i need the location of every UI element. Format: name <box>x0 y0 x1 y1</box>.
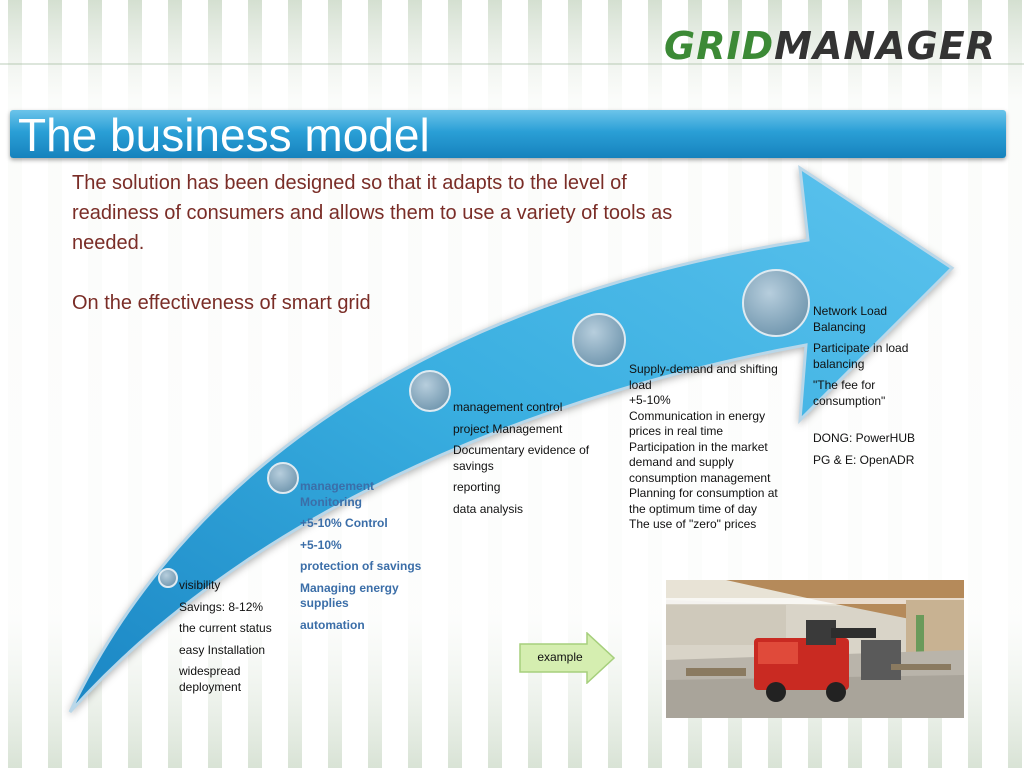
background-stripe <box>8 0 22 768</box>
stage-item: Documentary evidence of savings <box>453 443 590 473</box>
stage-item: The use of "zero" prices <box>629 517 757 531</box>
background-stripe <box>688 0 702 768</box>
circle-node-icon <box>409 370 451 412</box>
background-stripe <box>88 0 102 768</box>
slide-title: The business model <box>18 109 430 161</box>
stage-item: Participation in the market demand and s… <box>629 439 768 470</box>
stage-item: Planning for consumption at the optimum … <box>629 486 778 516</box>
stage-item: consumption management <box>629 470 771 485</box>
gridmanager-logo: GRIDMANAGER <box>664 24 996 68</box>
background-stripe <box>648 0 662 768</box>
stage-item: +5-10% <box>300 537 342 552</box>
stage-item: +5-10% <box>629 393 671 407</box>
stage-5-list: Network Load Balancing Participate in lo… <box>813 304 933 474</box>
intro-text: The solution has been designed so that i… <box>72 172 673 254</box>
circle-node-icon <box>267 462 299 494</box>
stage-item: Participate in load balancing <box>813 341 909 371</box>
example-label: example <box>537 650 583 664</box>
background-stripe <box>1008 0 1022 768</box>
logo-part-grid: GRID <box>664 24 775 68</box>
stage-item: automation <box>300 617 365 632</box>
stage-nodes <box>158 269 810 588</box>
stage-item: management control <box>453 400 563 414</box>
stage-1-list: visibility Savings: 8-12% the current st… <box>179 578 289 701</box>
logo-part-manager: MANAGER <box>774 24 996 68</box>
stage-item: Supply-demand and shifting load <box>629 362 778 392</box>
stage-item: Managing energy supplies <box>300 580 399 611</box>
background-stripe <box>848 0 862 768</box>
circle-node-icon <box>742 269 810 337</box>
stage-item: the current status <box>179 621 272 635</box>
stage-item: "The fee for consumption" <box>813 378 886 408</box>
growth-arrow <box>68 164 955 714</box>
stage-item: protection of savings <box>300 559 422 573</box>
stage-item: visibility <box>179 578 221 592</box>
background-stripe <box>48 0 62 768</box>
stage-item: data analysis <box>453 501 524 516</box>
stage-4-list: Supply-demand and shifting load +5-10% C… <box>629 362 781 533</box>
circle-node-icon <box>158 568 178 588</box>
stage-item: project Management <box>453 421 563 436</box>
stage-item: +5-10% Control <box>300 516 388 530</box>
stage-item: management Monitoring <box>300 479 375 509</box>
stage-item: PG & E: OpenADR <box>813 452 915 467</box>
intro-paragraph: The solution has been designed so that i… <box>72 168 712 258</box>
title-bar <box>10 110 1006 158</box>
circle-node-icon <box>572 313 626 367</box>
stage-item: DONG: PowerHUB <box>813 431 916 445</box>
stage-item: widespread deployment <box>179 664 242 694</box>
stage-item: easy Installation <box>179 642 266 657</box>
stage-item-spacer <box>813 415 933 425</box>
stage-item: Communication in energy prices in real t… <box>629 408 766 439</box>
background-stripe <box>248 0 262 768</box>
background-stripe <box>288 0 302 768</box>
stage-item: reporting <box>453 480 501 494</box>
background-stripe <box>888 0 902 768</box>
background-stripe <box>128 0 142 768</box>
stage-item: Network Load Balancing <box>813 304 888 334</box>
background-stripe <box>328 0 342 768</box>
stage-item: Savings: 8-12% <box>179 599 264 614</box>
background-stripe <box>728 0 742 768</box>
subheading: On the effectiveness of smart grid <box>72 292 371 314</box>
example-callout-arrow <box>519 631 616 685</box>
background-stripe <box>968 0 982 768</box>
industrial-floor-scrubber-photo <box>666 580 964 718</box>
stage-3-list: management control project Management Do… <box>453 400 593 523</box>
background-stripe <box>768 0 782 768</box>
stage-2-list: management Monitoring +5-10% Control +5-… <box>300 479 430 639</box>
background-stripe <box>928 0 942 768</box>
background-stripe <box>368 0 382 768</box>
